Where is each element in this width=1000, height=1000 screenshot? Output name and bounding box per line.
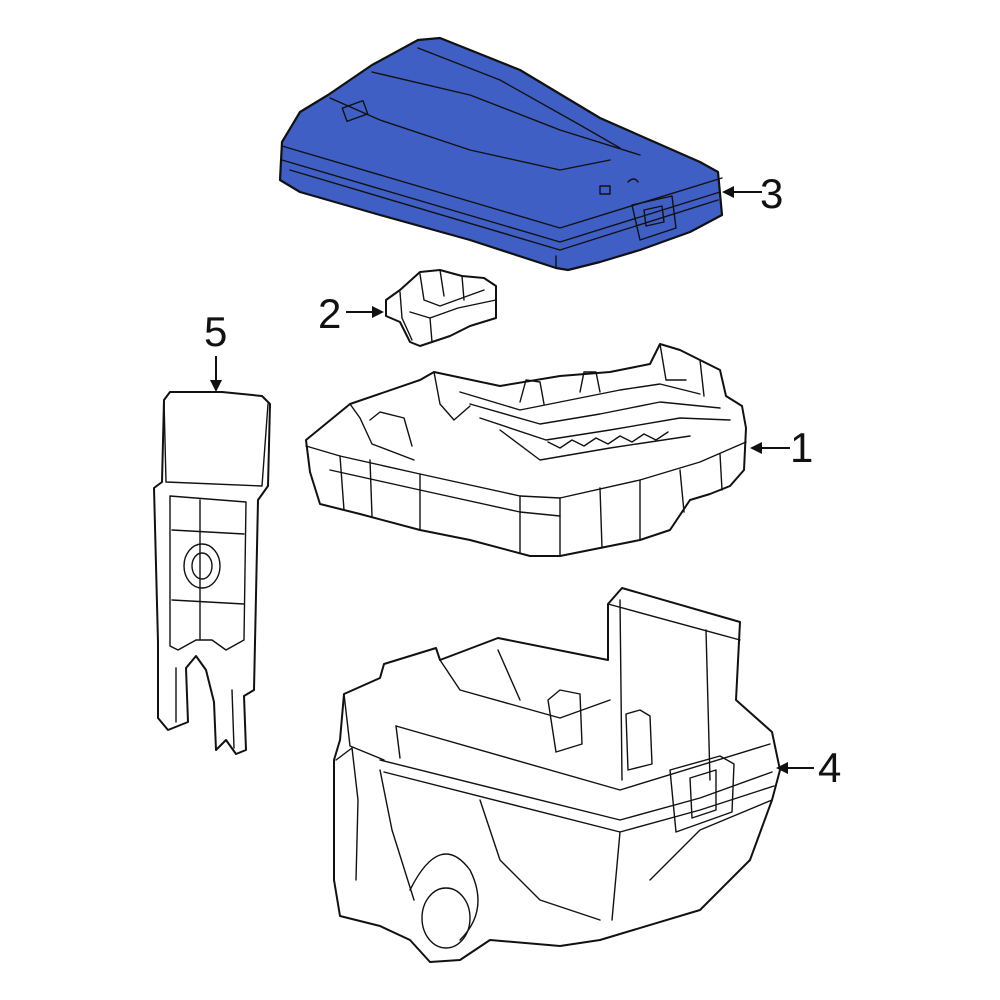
callout-1-label: 1: [790, 424, 813, 471]
callout-2: 2: [318, 290, 384, 337]
callout-4-label: 4: [818, 744, 841, 791]
callout-2-label: 2: [318, 290, 341, 337]
callout-5: 5: [204, 308, 227, 392]
callout-3: 3: [722, 170, 783, 217]
lower-housing[interactable]: [333, 587, 781, 963]
callout-3-label: 3: [760, 170, 783, 217]
callout-1: 1: [750, 424, 813, 471]
relay-clip[interactable]: [385, 269, 497, 347]
upper-cover[interactable]: [278, 36, 724, 272]
fuse-relay-block[interactable]: [305, 343, 747, 557]
bracket[interactable]: [153, 391, 271, 755]
callout-5-label: 5: [204, 308, 227, 355]
callout-4: 4: [776, 744, 841, 791]
